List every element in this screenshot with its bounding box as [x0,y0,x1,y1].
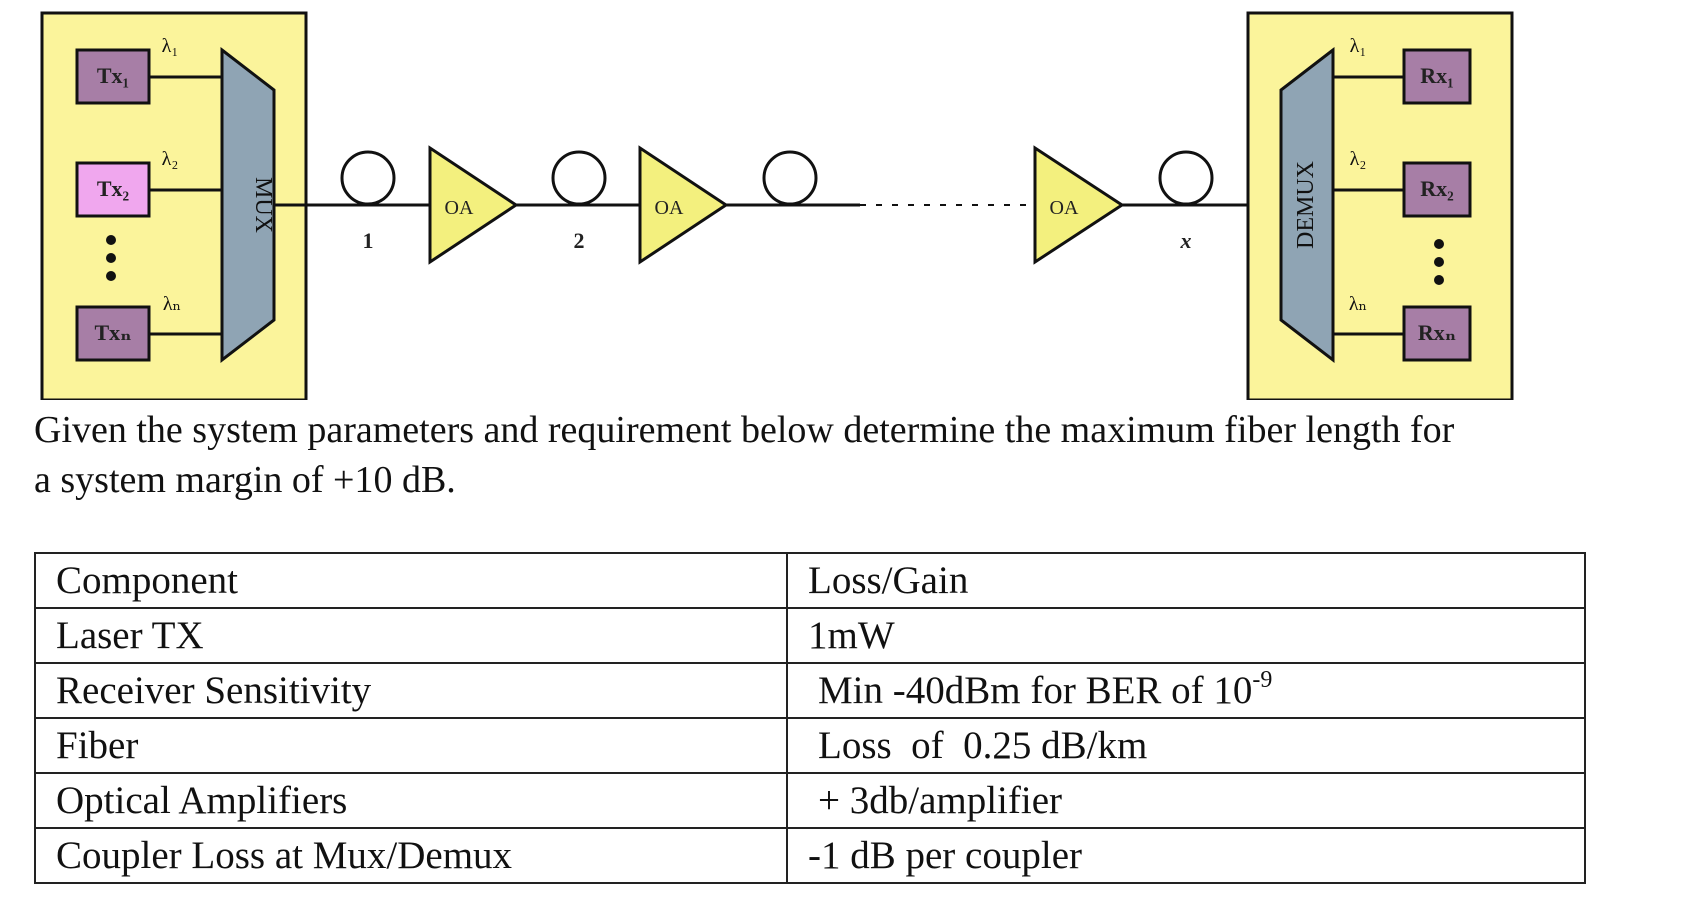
rx-lambda-1: λ₁ [1350,35,1367,57]
fiber-spool-1-icon [340,150,396,206]
ellipsis-dots-icon [1434,239,1444,285]
optical-amplifier-x [1033,145,1125,265]
demux-label: DEMUX [1293,161,1319,249]
span-label-2: 2 [574,228,585,253]
table-row: Optical Amplifiers + 3db/amplifier [34,772,1586,829]
span-label-1: 1 [363,228,374,253]
fiber-spool-x-icon [1158,150,1214,206]
txn-label: Txₙ [94,320,131,345]
rxn-label: Rxₙ [1418,320,1456,345]
parameters-table: Component Loss/Gain Laser TX 1mW Receive… [34,552,1586,884]
optical-amplifier-2 [638,145,729,265]
row-value: -1 dB per coupler [786,827,1586,884]
header-loss-gain: Loss/Gain [786,552,1586,609]
question-text: Given the system parameters and requirem… [34,405,1684,505]
rxn-box [1402,305,1472,362]
amplifier-1-label: OA [445,197,474,219]
tx2-box [75,161,151,218]
tx-lambda-1: λ₁ [162,35,179,57]
txn-box [75,305,151,362]
receiver-terminal: DEMUX Rx₁ Rx₂ Rxₙ λ₁ λ₂ λₙ [1246,11,1514,400]
row-value: Min -40dBm for BER of 10-9 [786,662,1586,719]
tx-lambda-2: λ₂ [162,148,179,170]
tx1-box [75,48,151,105]
question-line-1: Given the system parameters and requirem… [34,409,1455,451]
tx1-label: Tx₁ [97,63,129,88]
row-component: Coupler Loss at Mux/Demux [34,827,788,884]
row-component: Fiber [34,717,788,774]
row-value: 1mW [786,607,1586,664]
row-value: + 3db/amplifier [786,772,1586,829]
fiber-link: 1 2 x OA OA OA [274,145,1280,265]
mux-label: MUX [250,177,276,233]
transmitter-terminal: Tx₁ Tx₂ Txₙ λ₁ λ₂ λₙ MUX [40,11,308,400]
rx2-label: Rx₂ [1420,176,1454,201]
mux-block [220,46,276,364]
rx-lambda-2: λ₂ [1350,148,1367,170]
row-component: Laser TX [34,607,788,664]
amplifier-x-label: OA [1050,197,1079,219]
table-row: Coupler Loss at Mux/Demux -1 dB per coup… [34,827,1586,884]
table-row: Fiber Loss of 0.25 dB/km [34,717,1586,774]
row-value-text: Min -40dBm for BER of 10 [818,669,1253,712]
fiber-spool-3-icon [762,150,818,206]
row-component: Optical Amplifiers [34,772,788,829]
fiber-spool-2-icon [551,150,607,206]
demux-block [1279,46,1335,364]
optical-amplifier-1 [428,145,519,265]
rx2-box [1402,161,1472,218]
tx2-label: Tx₂ [97,176,130,201]
row-component: Receiver Sensitivity [34,662,788,719]
row-value-exponent: -9 [1252,667,1273,693]
header-component: Component [34,552,788,609]
ellipsis-dots-icon [106,235,116,281]
question-line-2: a system margin of +10 dB. [34,459,456,501]
rx1-box [1402,48,1472,105]
rx1-label: Rx₁ [1420,63,1453,88]
table-header-row: Component Loss/Gain [34,552,1586,609]
wdm-link-diagram: Tx₁ Tx₂ Txₙ λ₁ λ₂ λₙ MUX 1 2 x OA OA [40,11,1514,400]
table-row: Laser TX 1mW [34,607,1586,664]
tx-lambda-n: λₙ [163,293,181,315]
amplifier-2-label: OA [655,197,684,219]
span-label-x: x [1180,228,1192,253]
row-value: Loss of 0.25 dB/km [786,717,1586,774]
table-row: Receiver Sensitivity Min -40dBm for BER … [34,662,1586,719]
rx-lambda-n: λₙ [1349,293,1367,315]
